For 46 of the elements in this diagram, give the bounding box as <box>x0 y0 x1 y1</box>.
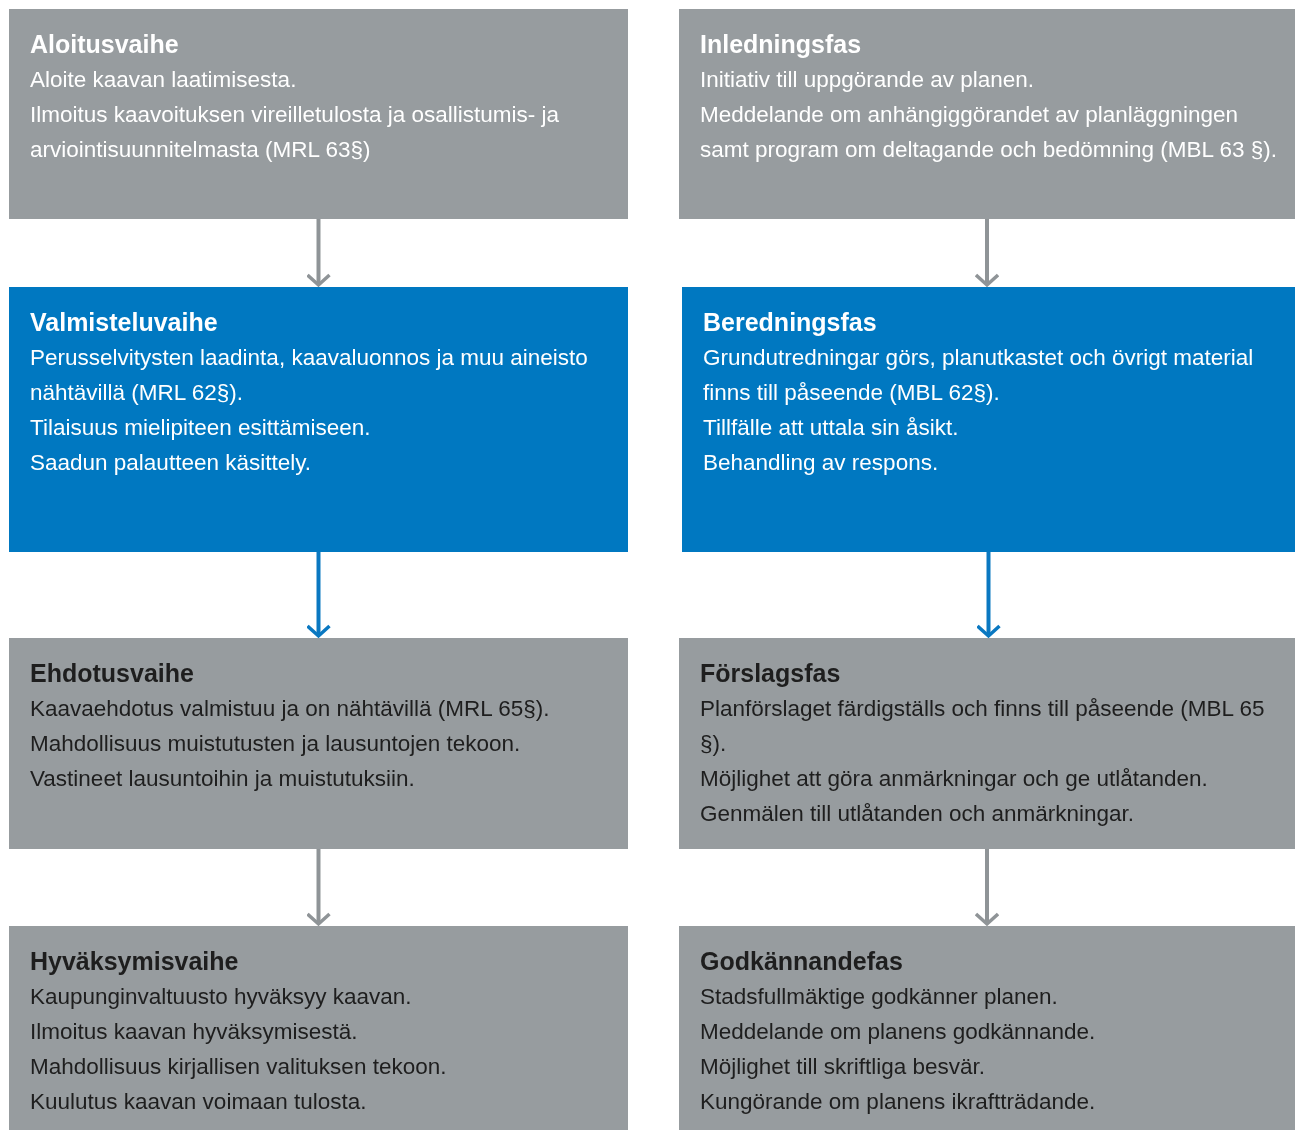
phase-description: Kaupunginvaltuusto hyväksyy kaavan. <box>30 983 413 1011</box>
phase-description: Möjlighet till skriftliga besvär. <box>700 1053 987 1081</box>
phase-description: Planförslaget färdigställs och finns till påseende (MBL 65 §). <box>700 695 1266 758</box>
phase-description: Mahdollisuus muistutusten ja lausuntojen tekoon. <box>30 730 522 758</box>
arrow <box>974 219 1000 287</box>
phase-description: Ilmoitus kaavan hyväksymisestä. <box>30 1018 359 1046</box>
phase-heading: Beredningsfas <box>703 307 878 338</box>
phase-description: Meddelande om planens godkännande. <box>700 1018 1097 1046</box>
phase-box <box>682 287 1295 552</box>
phase-description: Möjlighet att göra anmärkningar och ge utlåtanden. <box>700 765 1209 793</box>
phase-description: Kuulutus kaavan voimaan tulosta. <box>30 1088 368 1116</box>
phase-description: Behandling av respons. <box>703 449 940 477</box>
phase-box <box>679 926 1295 1130</box>
phase-heading: Hyväksymisvaihe <box>30 946 240 977</box>
phase-box <box>9 638 628 849</box>
phase-description: Grundutredningar görs, planutkastet och övrigt material finns till påseende (MBL 62§). <box>703 344 1255 407</box>
phase-description: Aloite kaavan laatimisesta. <box>30 66 298 94</box>
phase-heading: Förslagsfas <box>700 658 842 689</box>
phase-heading: Valmisteluvaihe <box>30 307 219 338</box>
phase-description: Tilaisuus mielipiteen esittämiseen. <box>30 414 372 442</box>
arrow <box>305 219 332 287</box>
phase-box <box>9 9 628 219</box>
phase-description: Kaavaehdotus valmistuu ja on nähtävillä (MRL 65§). <box>30 695 551 723</box>
phase-description: Ilmoitus kaavoituksen vireilletulosta ja osallistumis- ja arviointisuunnitelmasta (MRL 63§) <box>30 101 560 164</box>
phase-description: Genmälen till utlåtanden och anmärkningar. <box>700 800 1135 828</box>
phase-description: Vastineet lausuntoihin ja muistutuksiin. <box>30 765 416 793</box>
phase-description: Stadsfullmäktige godkänner planen. <box>700 983 1059 1011</box>
arrow <box>974 849 1000 926</box>
phase-description: Kungörande om planens ikraftträdande. <box>700 1088 1097 1116</box>
phase-box <box>679 9 1295 219</box>
phase-box <box>9 287 628 552</box>
arrow <box>305 849 332 926</box>
phase-heading: Inledningsfas <box>700 29 863 60</box>
phase-box <box>9 926 628 1130</box>
phase-description: Perusselvitysten laadinta, kaavaluonnos ja muu aineisto nähtävillä (MRL 62§). <box>30 344 589 407</box>
phase-description: Tillfälle att uttala sin åsikt. <box>703 414 960 442</box>
phase-description: Saadun palautteen käsittely. <box>30 449 313 477</box>
phase-description: Mahdollisuus kirjallisen valituksen tekoon. <box>30 1053 448 1081</box>
phase-heading: Aloitusvaihe <box>30 29 180 60</box>
phase-box <box>679 638 1295 849</box>
arrow <box>975 552 1002 638</box>
arrow <box>305 552 332 638</box>
phase-description: Initiativ till uppgörande av planen. <box>700 66 1035 94</box>
phase-heading: Ehdotusvaihe <box>30 658 195 689</box>
phase-heading: Godkännandefas <box>700 946 904 977</box>
phase-description: Meddelande om anhängiggörandet av planläggningen samt program om deltagande och bedömning (MBL 63 §). <box>700 101 1277 164</box>
